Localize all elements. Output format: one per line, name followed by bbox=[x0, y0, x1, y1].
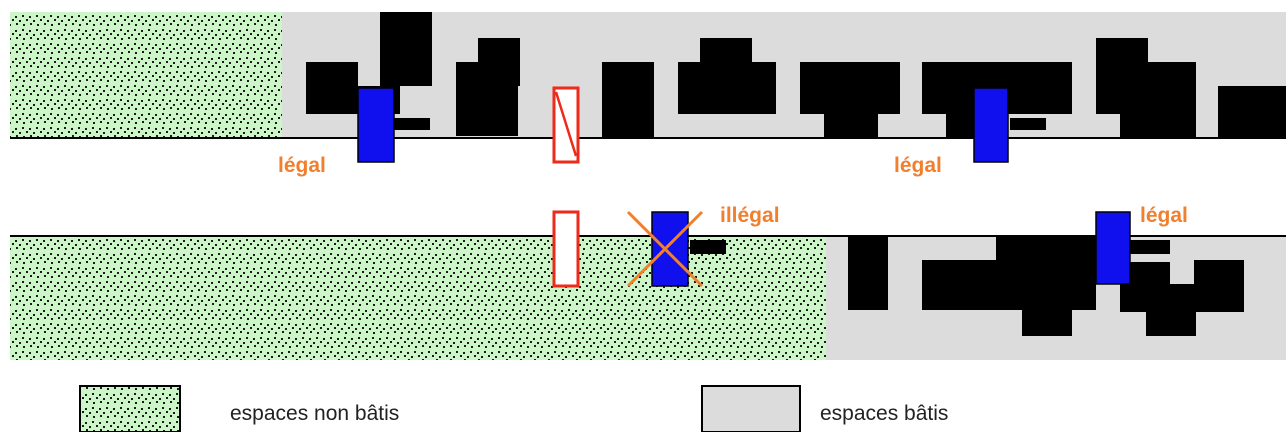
bottom-buildings bbox=[690, 236, 1244, 336]
building bbox=[1146, 306, 1196, 336]
building bbox=[1120, 262, 1170, 284]
building bbox=[700, 38, 752, 68]
building bbox=[922, 260, 996, 310]
legend-label-unbuilt: espaces non bâtis bbox=[230, 402, 399, 425]
building bbox=[1120, 62, 1196, 138]
label-legal-top-right: légal bbox=[894, 154, 942, 177]
vehicle-illegal-bottom bbox=[651, 211, 689, 287]
building bbox=[394, 118, 430, 130]
building bbox=[1022, 300, 1072, 336]
legend-swatch-built bbox=[701, 385, 801, 433]
building bbox=[380, 12, 432, 86]
legend-label-built: espaces bâtis bbox=[820, 402, 948, 425]
label-legal-bottom-right: légal bbox=[1140, 204, 1188, 227]
building bbox=[478, 38, 520, 86]
building bbox=[946, 108, 976, 138]
no-parking-marker-top bbox=[552, 86, 580, 164]
building bbox=[1194, 260, 1244, 312]
legend-swatch-unbuilt bbox=[79, 385, 181, 433]
building bbox=[1000, 62, 1072, 114]
building bbox=[1010, 118, 1046, 130]
building bbox=[602, 62, 654, 138]
building bbox=[678, 62, 776, 114]
building bbox=[824, 108, 878, 138]
cross-icon bbox=[626, 210, 704, 288]
label-illegal: illégal bbox=[720, 204, 780, 227]
parking-marker-bottom bbox=[552, 210, 580, 288]
vehicle-legal-bottom-right bbox=[1095, 211, 1131, 285]
top-unbuilt-area bbox=[10, 12, 282, 138]
top-buildings bbox=[306, 12, 1286, 138]
vehicle-legal-top-right bbox=[973, 87, 1009, 163]
building bbox=[1218, 86, 1286, 138]
building bbox=[690, 240, 726, 254]
building bbox=[848, 236, 888, 310]
bottom-unbuilt-area bbox=[10, 236, 826, 360]
building bbox=[800, 62, 900, 114]
label-legal-top-left: légal bbox=[278, 154, 326, 177]
building bbox=[996, 236, 1096, 310]
building bbox=[1130, 240, 1170, 254]
vehicle-legal-top-left bbox=[357, 87, 395, 163]
building bbox=[306, 62, 358, 114]
